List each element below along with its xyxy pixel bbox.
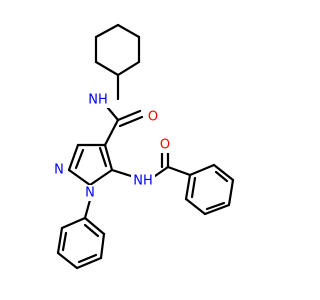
bond [88, 168, 114, 187]
bond [74, 148, 85, 170]
bond [75, 256, 103, 270]
bond [94, 23, 120, 39]
atom-label-amide-nh: NH [88, 93, 108, 108]
bond [188, 163, 216, 177]
atom-label-ring-n2: N [54, 163, 64, 178]
bond [94, 60, 120, 77]
bond [227, 178, 235, 207]
canvas-background [0, 0, 300, 300]
molecule-structure: NH O N N NH O [0, 0, 300, 300]
bond [184, 173, 192, 201]
bond [83, 223, 100, 238]
bond [67, 168, 92, 187]
bond [205, 201, 226, 211]
bond [83, 216, 106, 236]
bond [77, 253, 98, 264]
bond [184, 197, 207, 216]
bond [116, 23, 141, 39]
bond [190, 176, 197, 199]
atom-amide-nh: NH [86, 92, 110, 108]
bond [60, 216, 87, 230]
bond [103, 118, 120, 147]
atom-ring-n1: N [84, 185, 96, 201]
bond [153, 165, 170, 178]
bond [116, 109, 142, 122]
bond [116, 60, 141, 77]
bond [61, 231, 68, 252]
bond [212, 163, 235, 182]
bond [99, 232, 106, 260]
atom-benzamide-o: O [159, 137, 171, 153]
atom-label-benzamide-o: O [160, 138, 170, 153]
bond [214, 170, 229, 183]
bond [83, 198, 92, 220]
bond [103, 143, 114, 172]
bond [56, 251, 79, 270]
bonds [56, 23, 235, 270]
bond [166, 165, 192, 177]
bond [98, 146, 108, 168]
bond [56, 226, 64, 255]
bond [67, 143, 80, 172]
atom-ring-n2: N [53, 162, 65, 178]
atom-benzamide-nh: NH [131, 173, 155, 189]
atom-label-ring-n1: N [85, 186, 95, 201]
bond [110, 168, 133, 178]
bond [203, 203, 231, 216]
atom-label-amide-o: O [148, 110, 158, 125]
bond [118, 115, 144, 128]
atom-labels: NH O N N NH O [53, 92, 171, 201]
atom-amide-o: O [147, 108, 159, 125]
atom-label-benzamide-nh: NH [133, 174, 153, 189]
